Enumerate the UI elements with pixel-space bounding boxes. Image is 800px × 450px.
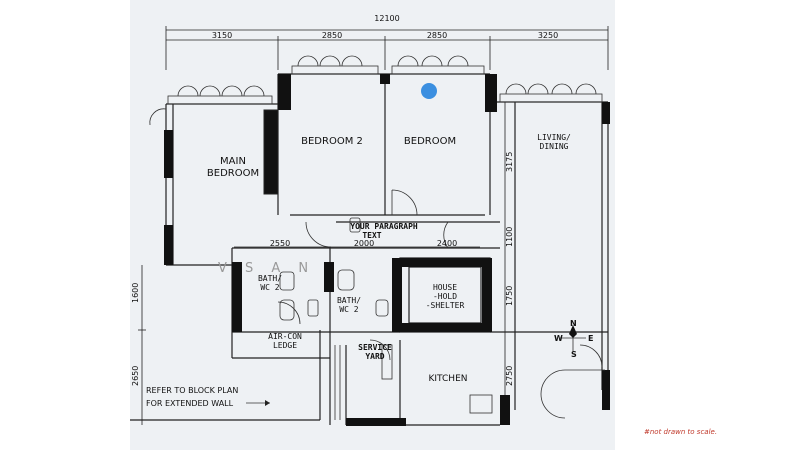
compass-n: N bbox=[570, 319, 577, 328]
room-living-2: DINING bbox=[540, 142, 569, 151]
block-plan-note: REFER TO BLOCK PLAN FOR EXTENDED WALL bbox=[146, 386, 270, 408]
dim-right-3: 1750 bbox=[505, 286, 514, 306]
right-dimensions: 3175 1100 1750 2750 bbox=[504, 102, 514, 410]
dim-inner-2: 2000 bbox=[354, 239, 374, 248]
dim-right-4: 2750 bbox=[505, 366, 514, 386]
watermark: V S A N bbox=[218, 261, 315, 276]
room-aircon-1: AIR-CON bbox=[268, 332, 302, 341]
room-household-3: -SHELTER bbox=[426, 301, 465, 310]
room-labels: MAIN BEDROOM BEDROOM 2 BEDROOM LIVING/ D… bbox=[207, 133, 571, 384]
note-line-1: REFER TO BLOCK PLAN bbox=[146, 386, 238, 395]
room-main-bedroom-1: MAIN bbox=[220, 156, 246, 167]
room-aircon-2: LEDGE bbox=[273, 341, 297, 350]
toilet-icon bbox=[337, 269, 355, 291]
walls bbox=[130, 73, 609, 426]
dim-left-2: 2650 bbox=[131, 366, 140, 386]
dim-top-2: 2850 bbox=[322, 31, 342, 40]
location-marker bbox=[421, 83, 437, 99]
columns bbox=[164, 74, 610, 426]
dim-right-2: 1100 bbox=[505, 227, 514, 247]
room-kitchen: KITCHEN bbox=[429, 374, 468, 384]
dim-right-1: 3175 bbox=[505, 152, 514, 172]
room-bath2-1: BATH/ bbox=[337, 296, 361, 305]
floor-plan: 12100 3150 2850 2850 3250 1600 2650 3175… bbox=[130, 0, 615, 450]
room-household-2: -HOLD bbox=[433, 292, 457, 301]
paragraph-text-1: YOUR PARAGRAPH bbox=[350, 222, 418, 231]
left-dimensions: 1600 2650 bbox=[131, 265, 146, 425]
dim-left-1: 1600 bbox=[131, 283, 140, 303]
room-bath2-2: WC 2 bbox=[339, 305, 358, 314]
room-bedroom-2: BEDROOM 2 bbox=[301, 136, 363, 147]
sink-icon bbox=[375, 299, 389, 317]
room-bath1-1: BATH/ bbox=[258, 274, 282, 283]
windows bbox=[167, 55, 603, 105]
room-main-bedroom-2: BEDROOM bbox=[207, 168, 259, 179]
not-to-scale-note: #not drawn to scale. bbox=[644, 428, 718, 436]
compass-e: E bbox=[588, 334, 593, 343]
fixtures bbox=[279, 83, 493, 414]
room-service-2: YARD bbox=[365, 352, 384, 361]
appliance-icon bbox=[469, 394, 493, 414]
top-dimensions: 12100 3150 2850 2850 3250 bbox=[165, 14, 609, 70]
compass: N S E W bbox=[554, 319, 593, 359]
dim-inner-3: 2400 bbox=[437, 239, 457, 248]
dim-total: 12100 bbox=[374, 14, 399, 23]
room-bedroom: BEDROOM bbox=[404, 136, 456, 147]
floor-plan-svg: 12100 3150 2850 2850 3250 1600 2650 3175… bbox=[130, 14, 610, 426]
compass-s: S bbox=[571, 350, 577, 359]
inner-dimensions: 2550 2000 2400 bbox=[234, 239, 480, 248]
dim-inner-1: 2550 bbox=[270, 239, 290, 248]
toilet-icon bbox=[279, 271, 295, 291]
sink-icon bbox=[307, 299, 319, 317]
paragraph-text-2: TEXT bbox=[362, 231, 381, 240]
compass-w: W bbox=[554, 334, 563, 343]
room-service-1: SERVICE bbox=[358, 343, 392, 352]
counter-icon bbox=[381, 344, 393, 380]
room-household-1: HOUSE bbox=[433, 283, 457, 292]
room-living-1: LIVING/ bbox=[537, 133, 571, 142]
room-bath1-2: WC 2 bbox=[260, 283, 279, 292]
fixture-icon bbox=[349, 217, 361, 233]
toilet-icon bbox=[279, 299, 295, 321]
dim-top-4: 3250 bbox=[538, 31, 558, 40]
note-line-2: FOR EXTENDED WALL bbox=[146, 399, 234, 408]
dim-top-1: 3150 bbox=[212, 31, 232, 40]
dim-top-3: 2850 bbox=[427, 31, 447, 40]
